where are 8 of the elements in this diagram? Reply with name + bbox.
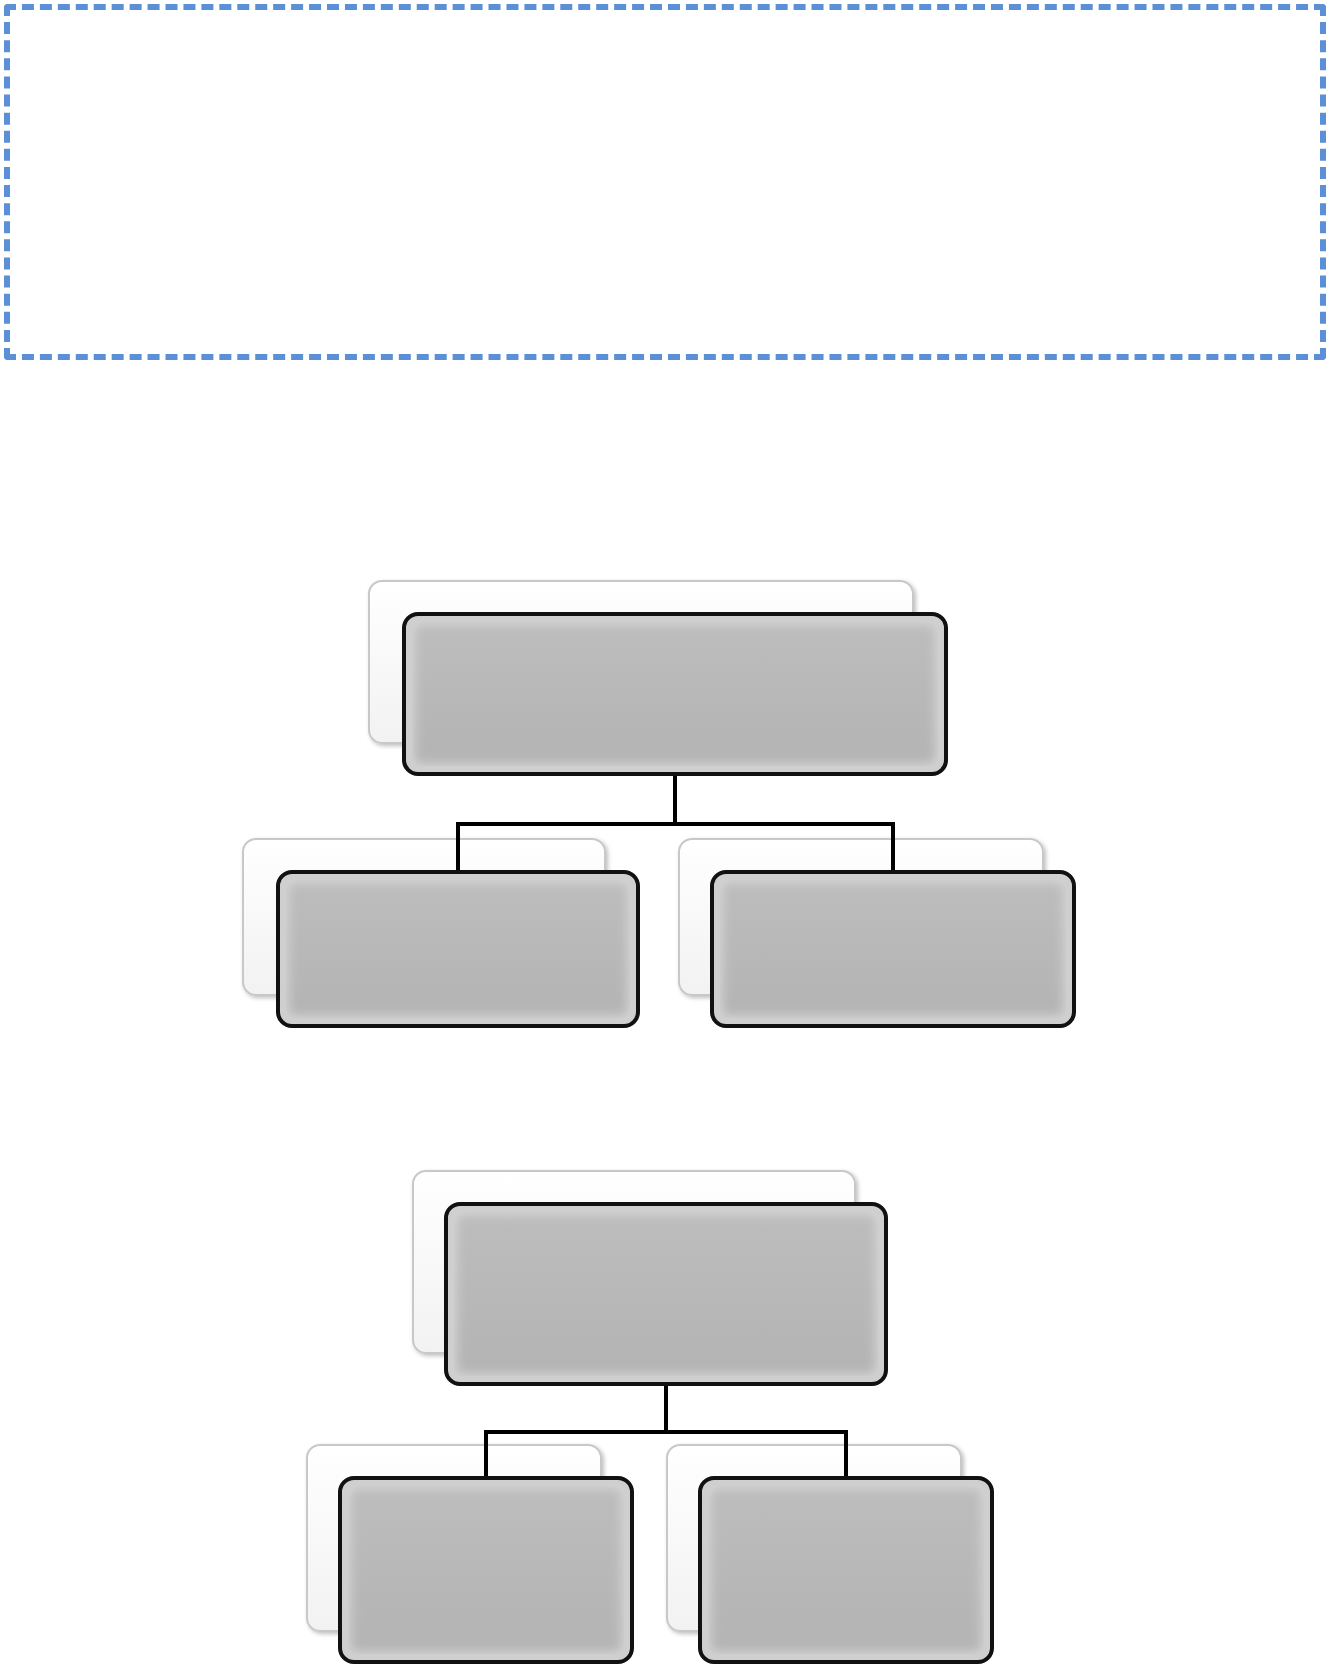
connector-line [664, 1386, 848, 1476]
org-box [276, 870, 640, 1028]
org-box [444, 1202, 888, 1386]
org-box [698, 1476, 994, 1664]
org-box [710, 870, 1076, 1028]
org-box [402, 612, 948, 776]
org-box [338, 1476, 634, 1664]
dashed-frame [4, 4, 1326, 360]
